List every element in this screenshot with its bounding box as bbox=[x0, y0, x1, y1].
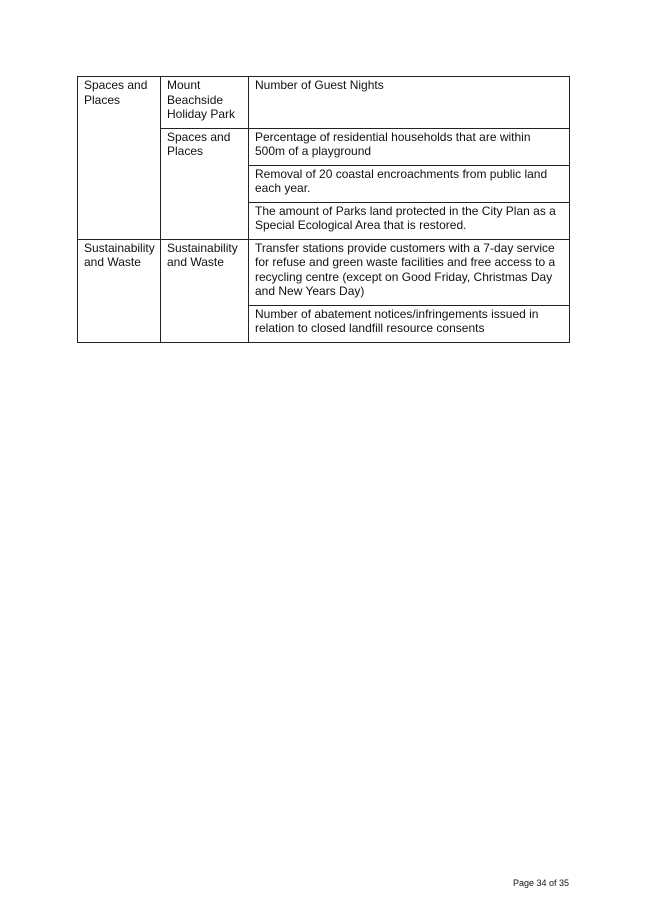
measure-cell: Transfer stations provide customers with… bbox=[248, 238, 570, 306]
table-row: The amount of Parks land protected in th… bbox=[78, 201, 570, 240]
table-row: Number of abatement notices/infringement… bbox=[78, 304, 570, 343]
performance-measures-table: Spaces and Places Mount Beachside Holida… bbox=[77, 76, 570, 343]
activity-cell: Spaces and Places bbox=[77, 76, 161, 240]
table-row: Spaces and Places Percentage of resident… bbox=[78, 127, 570, 240]
service-cell: Mount Beachside Holiday Park bbox=[160, 76, 249, 129]
table-row: Spaces and Places Mount Beachside Holida… bbox=[77, 76, 570, 240]
page-number: Page 34 of 35 bbox=[512, 878, 569, 888]
measure-cell: Number of Guest Nights bbox=[248, 76, 570, 129]
table-row: Removal of 20 coastal encroachments from… bbox=[78, 164, 570, 203]
table-row: Sustainability and Waste Sustainability … bbox=[77, 238, 570, 343]
activity-cell: Sustainability and Waste bbox=[77, 238, 161, 343]
service-cell: Sustainability and Waste bbox=[160, 238, 249, 343]
measure-cell: The amount of Parks land protected in th… bbox=[248, 201, 570, 240]
measure-cell: Percentage of residential households tha… bbox=[248, 127, 570, 166]
measure-cell: Removal of 20 coastal encroachments from… bbox=[248, 164, 570, 203]
measure-cell: Number of abatement notices/infringement… bbox=[248, 304, 570, 343]
service-cell: Spaces and Places bbox=[160, 127, 249, 240]
